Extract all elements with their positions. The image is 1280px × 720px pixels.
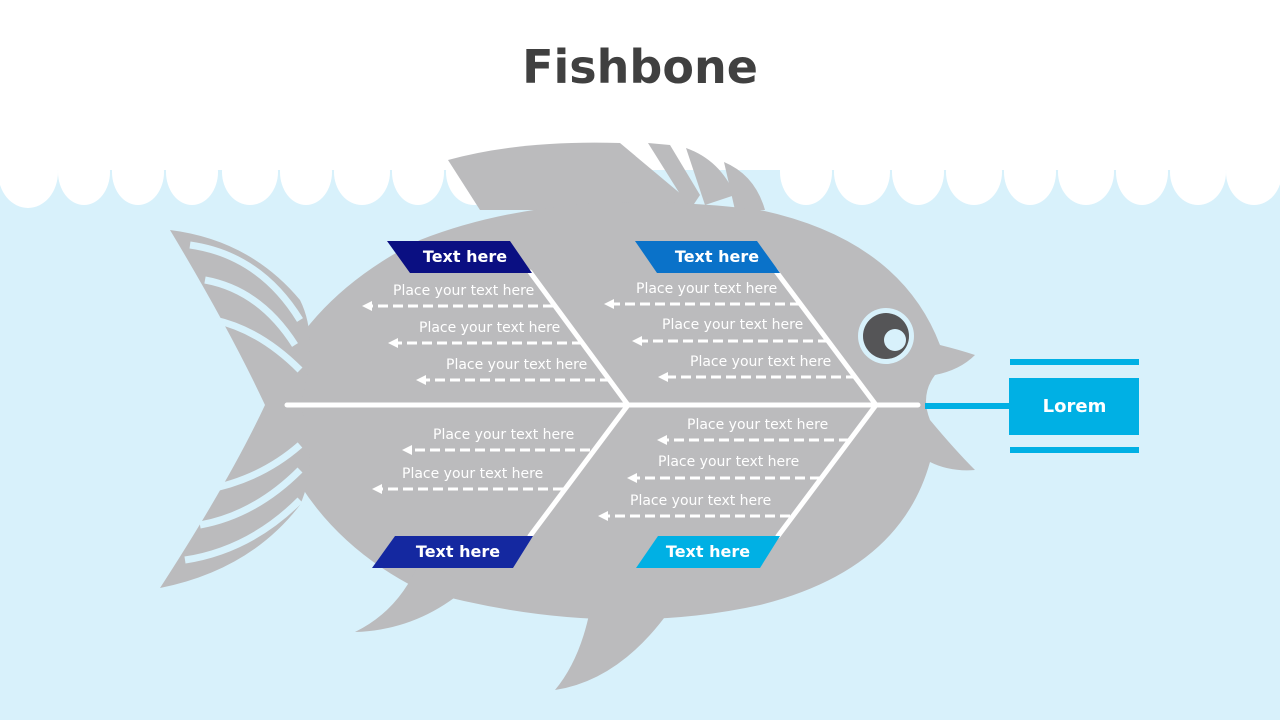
tail-stripes xyxy=(184,241,303,564)
category-banner-top-right xyxy=(635,241,780,273)
sub-bone-arrows xyxy=(372,302,856,518)
cause-item: Place your text here xyxy=(658,454,800,470)
cause-item: Place your text here xyxy=(662,317,804,333)
category-label-top-left: Text here xyxy=(422,247,508,266)
category-label-bottom-right: Text here xyxy=(665,542,751,561)
category-banner-top-left xyxy=(387,241,532,273)
cause-item: Place your text here xyxy=(630,493,772,509)
cause-item: Place your text here xyxy=(402,466,544,482)
page-title: Fishbone xyxy=(522,40,758,94)
wave-scallops xyxy=(0,136,1280,208)
arrowheads xyxy=(362,299,668,521)
cause-item: Place your text here xyxy=(636,281,778,297)
head-box xyxy=(1009,378,1139,435)
cause-item: Place your text here xyxy=(690,354,832,370)
fish-eye-highlight xyxy=(884,329,906,351)
category-banner-bottom-left xyxy=(372,536,533,568)
head-bar-bottom xyxy=(1010,447,1139,453)
cause-item: Place your text here xyxy=(393,283,535,299)
cause-item: Place your text here xyxy=(433,427,575,443)
cause-item: Place your text here xyxy=(687,417,829,433)
category-banner-bottom-right xyxy=(636,536,780,568)
cause-item: Place your text here xyxy=(419,320,561,336)
head-bar-top xyxy=(1010,359,1139,365)
category-label-top-right: Text here xyxy=(674,247,760,266)
head-label: Lorem xyxy=(1042,396,1107,417)
category-label-bottom-left: Text here xyxy=(415,542,501,561)
main-bones xyxy=(527,267,879,539)
cause-item: Place your text here xyxy=(446,357,588,373)
